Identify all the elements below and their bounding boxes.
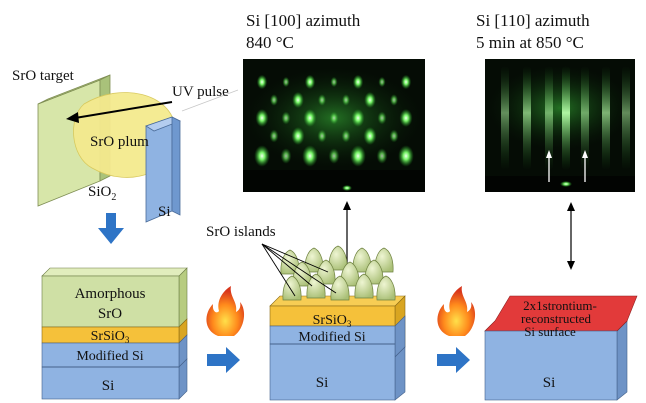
- stack3-top-line2: reconstructed: [521, 311, 592, 326]
- sro-island: [364, 259, 384, 285]
- si-wafer-label: Si: [158, 204, 171, 220]
- rheed-spot: [256, 74, 268, 90]
- rheed-spot: [352, 74, 364, 90]
- sro-island-group: [280, 245, 396, 301]
- rheed-spot: [280, 148, 292, 164]
- rheed2-specular-spot: [560, 181, 572, 187]
- rheed2-title-line1: Si [110] azimuth: [476, 11, 590, 30]
- rheed-spot: [364, 91, 376, 109]
- sro-island: [316, 259, 336, 285]
- sro-island: [282, 275, 302, 301]
- rheed-streak: [581, 66, 589, 170]
- rheed-streak: [622, 66, 630, 170]
- rheed-spot: [292, 91, 304, 109]
- sro-island: [328, 245, 348, 271]
- rheed-spot: [330, 76, 338, 88]
- rheed-spot: [399, 109, 413, 127]
- stack3-top-line3: Si surface: [524, 324, 576, 339]
- anneal-step-2: [437, 286, 476, 373]
- flame-icon-2: [437, 286, 476, 336]
- rheed1-title-line2: 840 °C: [246, 33, 294, 52]
- stack2-si-label: Si: [316, 375, 329, 391]
- plume-label: SrO plum: [90, 134, 149, 150]
- sro-island: [354, 273, 374, 299]
- rheed-spot: [341, 94, 351, 106]
- rheed1-spots: [254, 74, 414, 167]
- rheed-spot: [254, 145, 270, 167]
- anneal-step-1: [206, 286, 245, 373]
- down-arrow: [98, 213, 124, 244]
- rheed-spot: [389, 94, 399, 106]
- stack2-srsio3-label: SrSiO3: [313, 313, 352, 329]
- pld-setup: SrO target UV pulse SrO plum SiO2 Si: [12, 68, 239, 244]
- si-wafer: [145, 116, 181, 223]
- rheed-streak: [562, 66, 570, 170]
- uv-pulse-label: UV pulse: [172, 84, 229, 100]
- islands-callout: SrO islands: [206, 224, 337, 297]
- rheed-spot: [269, 129, 279, 143]
- rheed-100: Si [100] azimuth 840 °C: [243, 11, 425, 192]
- flame-icon: [206, 286, 245, 336]
- rheed-spot: [377, 111, 387, 125]
- islands-label: SrO islands: [206, 224, 276, 240]
- rheed-spot: [363, 127, 377, 145]
- rheed-spot: [304, 74, 316, 90]
- rheed-spot: [378, 76, 386, 88]
- rheed-spot: [398, 145, 414, 167]
- stack1-modified-si-label: Modified Si: [76, 349, 143, 364]
- rheed-streak: [523, 66, 531, 170]
- uv-pulse-beam: [183, 86, 239, 110]
- stack1-srsio3-label: SrSiO3: [91, 329, 130, 345]
- rheed-spot: [376, 148, 388, 164]
- stack3-si-label: Si: [543, 375, 556, 391]
- rheed-spot: [291, 127, 305, 145]
- pulse-arrow-head: [66, 112, 79, 123]
- rheed-streak: [501, 66, 509, 170]
- sio2-label: SiO2: [88, 184, 116, 203]
- rheed-spot: [350, 145, 366, 167]
- rheed-spot: [302, 145, 318, 167]
- rheed-spot: [341, 129, 351, 143]
- rheed-spot: [303, 109, 317, 127]
- process-arrow-2: [437, 347, 470, 373]
- rheed-spot: [281, 111, 291, 125]
- process-arrow-1: [207, 347, 240, 373]
- rheed1-title-line1: Si [100] azimuth: [246, 11, 361, 30]
- stack1-top-line2: SrO: [98, 306, 122, 322]
- rheed-spot: [317, 129, 327, 143]
- sro-island: [330, 275, 350, 301]
- sro-island: [306, 273, 326, 299]
- rheed2-title-line2: 5 min at 850 °C: [476, 33, 584, 52]
- reconstruction-arrows: [546, 150, 588, 182]
- stack1-si-label: Si: [102, 378, 115, 394]
- rheed-spot: [328, 148, 340, 164]
- stack2-modified-si-label: Modified Si: [298, 330, 365, 345]
- rheed-spot: [400, 74, 412, 90]
- sro-island: [376, 275, 396, 301]
- rheed-spot: [389, 129, 399, 143]
- stack3-top-line1: 2x1strontium-: [523, 298, 597, 313]
- rheed-streak: [602, 66, 610, 170]
- rheed-spot: [317, 94, 327, 106]
- target-label: SrO target: [12, 68, 75, 84]
- stack1-top-line1: Amorphous: [75, 286, 146, 302]
- rheed-spot: [351, 109, 365, 127]
- rheed-110: Si [110] azimuth 5 min at 850 °C: [476, 11, 635, 192]
- rheed-spot: [255, 109, 269, 127]
- rheed2-streaks: [501, 66, 630, 170]
- rheed-spot: [269, 94, 279, 106]
- stack-amorphous-sro: Amorphous SrO SrSiO3 Modified Si Si: [41, 267, 188, 400]
- rheed-spot: [282, 76, 290, 88]
- stack-reconstructed-si: 2x1strontium- reconstructed Si surface S…: [484, 295, 638, 401]
- rheed-spot: [329, 111, 339, 125]
- stack-sro-islands: SrSiO3 Modified Si Si: [269, 245, 406, 401]
- rheed-streak: [545, 66, 553, 170]
- rheed1-specular-spot: [342, 185, 352, 191]
